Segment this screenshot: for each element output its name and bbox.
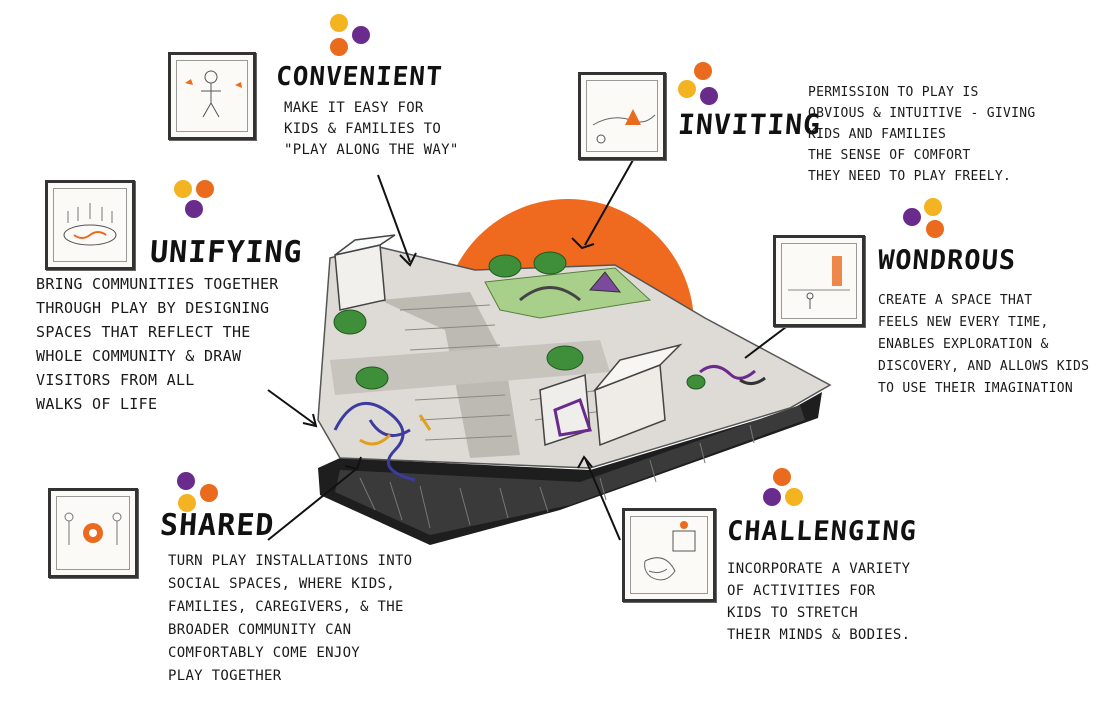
description-line: FEELS NEW EVERY TIME,	[878, 315, 1049, 330]
inviting-description: PERMISSION TO PLAY IS OBVIOUS & INTUITIV…	[808, 82, 1036, 187]
description-line: SPACES THAT REFLECT THE	[36, 323, 251, 341]
description-line: OF ACTIVITIES FOR	[727, 583, 876, 599]
description-line: PERMISSION TO PLAY IS	[808, 85, 979, 100]
convenient-heading: CONVENIENT	[274, 62, 444, 92]
inviting-sketch	[592, 109, 656, 144]
unifying-heading: UNIFYING	[148, 235, 304, 270]
description-line: FAMILIES, CAREGIVERS, & THE	[168, 599, 404, 615]
description-line: THE SENSE OF COMFORT	[808, 148, 971, 163]
challenging-description: INCORPORATE A VARIETY OF ACTIVITIES FOR …	[727, 558, 910, 646]
description-line: WALKS OF LIFE	[36, 395, 158, 413]
description-line: THROUGH PLAY BY DESIGNING	[36, 299, 270, 317]
inviting-sketch-frame	[578, 72, 666, 160]
description-line: "PLAY ALONG THE WAY"	[284, 142, 459, 158]
inviting-heading: INVITING	[676, 108, 823, 141]
description-line: OBVIOUS & INTUITIVE - GIVING	[808, 106, 1036, 121]
description-line: PLAY TOGETHER	[168, 668, 282, 684]
unifying-sketch-frame	[45, 180, 135, 270]
unifying-description: BRING COMMUNITIES TOGETHER THROUGH PLAY …	[36, 272, 279, 416]
description-line: KIDS TO STRETCH	[727, 605, 858, 621]
convenient-sketch	[185, 70, 242, 118]
description-line: TURN PLAY INSTALLATIONS INTO	[168, 553, 413, 569]
wondrous-sketch-frame	[773, 235, 865, 327]
shared-sketch-frame	[48, 488, 138, 578]
description-line: COMFORTABLY COME ENJOY	[168, 645, 361, 661]
unifying-sketch	[63, 203, 117, 246]
description-line: KIDS AND FAMILIES	[808, 127, 947, 142]
description-line: BROADER COMMUNITY CAN	[168, 622, 352, 638]
challenging-sketch	[644, 521, 696, 581]
description-line: THEY NEED TO PLAY FREELY.	[808, 169, 1012, 184]
connector-arrows	[267, 159, 791, 541]
wondrous-heading: WONDROUS	[876, 245, 1018, 276]
description-line: THEIR MINDS & BODIES.	[727, 627, 911, 643]
convenient-sketch-frame	[168, 52, 256, 140]
description-line: CREATE A SPACE THAT	[878, 293, 1033, 308]
description-line: SOCIAL SPACES, WHERE KIDS,	[168, 576, 395, 592]
buildings	[334, 234, 683, 447]
description-line: KIDS & FAMILIES TO	[284, 121, 442, 137]
play-installations	[333, 365, 766, 482]
convenient-description: MAKE IT EASY FOR KIDS & FAMILIES TO "PLA…	[284, 98, 459, 161]
description-line: ENABLES EXPLORATION &	[878, 337, 1049, 352]
shared-description: TURN PLAY INSTALLATIONS INTO SOCIAL SPAC…	[168, 550, 412, 688]
trees	[333, 251, 706, 390]
description-line: TO USE THEIR IMAGINATION	[878, 381, 1074, 396]
shared-heading: SHARED	[158, 508, 276, 543]
shared-sketch	[64, 512, 122, 545]
description-line: BRING COMMUNITIES TOGETHER	[36, 275, 279, 293]
challenging-sketch-frame	[622, 508, 716, 602]
description-line: DISCOVERY, AND ALLOWS KIDS	[878, 359, 1090, 374]
challenging-heading: CHALLENGING	[725, 516, 918, 547]
description-line: MAKE IT EASY FOR	[284, 100, 424, 116]
wondrous-description: CREATE A SPACE THAT FEELS NEW EVERY TIME…	[878, 290, 1089, 400]
description-line: INCORPORATE A VARIETY	[727, 561, 911, 577]
wondrous-sketch	[788, 256, 850, 309]
description-line: VISITORS FROM ALL	[36, 371, 195, 389]
description-line: WHOLE COMMUNITY & DRAW	[36, 347, 242, 365]
